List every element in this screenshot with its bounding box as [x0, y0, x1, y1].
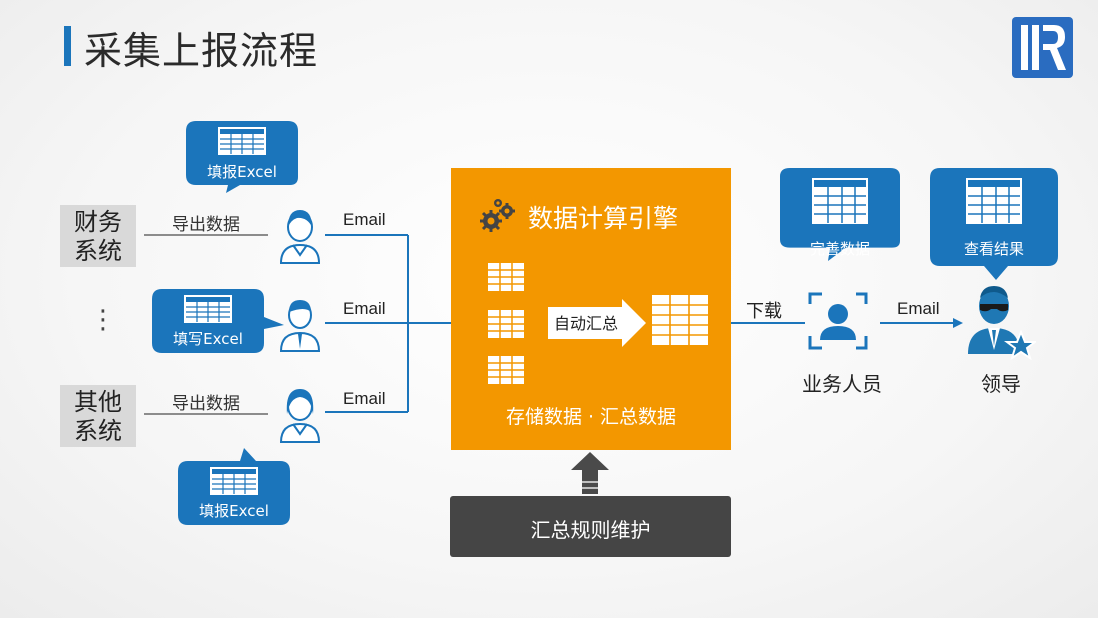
- female-user-icon: [279, 210, 321, 264]
- more-systems-ellipsis: ⋮: [90, 305, 116, 335]
- fill-excel-bubble-bottom: [178, 448, 290, 525]
- auto-summary-arrow: [548, 299, 646, 347]
- export-data-label: 导出数据: [172, 215, 240, 235]
- summary-table-icon: [652, 295, 708, 345]
- other-system-box: 其他 系统: [60, 385, 136, 447]
- email-label: Email: [343, 210, 386, 229]
- up-arrow-icon: [571, 452, 609, 494]
- view-results-bubble: [930, 168, 1058, 280]
- leader-role-label: 领导: [981, 372, 1021, 396]
- download-label: 下载: [746, 301, 782, 322]
- male-user-icon: [279, 300, 321, 352]
- bubble-label-bottom: 填报Excel: [199, 502, 269, 520]
- female-user-icon: [279, 389, 321, 443]
- bubble-label-middle: 填写Excel: [173, 330, 243, 348]
- engine-title: 数据计算引擎: [528, 204, 679, 233]
- bubble-label-top: 填报Excel: [207, 163, 277, 181]
- bubble-label-leader: 查看结果: [963, 240, 1024, 258]
- fill-excel-bubble-top: [186, 121, 298, 193]
- spreadsheet-icon: [210, 467, 258, 495]
- email-label: Email: [897, 299, 940, 318]
- rules-maintenance-button[interactable]: [450, 496, 731, 557]
- engine-subtitle: 存储数据 · 汇总数据: [505, 406, 677, 428]
- export-data-label: 导出数据: [172, 394, 240, 414]
- brand-logo-icon: [1012, 17, 1073, 78]
- bubble-label-staff: 完善数据: [809, 240, 870, 258]
- spreadsheet-icon: [812, 178, 868, 224]
- page-title: 采集上报流程: [84, 29, 319, 73]
- source-tables-icon: [488, 263, 524, 384]
- rules-maintenance-label: 汇总规则维护: [530, 518, 651, 542]
- spreadsheet-icon: [966, 178, 1022, 224]
- auto-summary-label: 自动汇总: [553, 314, 618, 333]
- complete-data-bubble: [780, 168, 900, 261]
- staff-user-icon: [808, 292, 868, 350]
- spreadsheet-icon: [218, 127, 266, 155]
- fill-excel-bubble-middle: [152, 289, 284, 353]
- email-label: Email: [343, 299, 386, 318]
- staff-role-label: 业务人员: [802, 372, 882, 396]
- title-accent-bar: [64, 26, 71, 66]
- spreadsheet-icon: [184, 295, 232, 323]
- leader-user-icon: [968, 286, 1036, 360]
- gears-icon: [480, 199, 515, 232]
- email-label: Email: [343, 389, 386, 408]
- finance-system-box: 财务 系统: [60, 205, 136, 267]
